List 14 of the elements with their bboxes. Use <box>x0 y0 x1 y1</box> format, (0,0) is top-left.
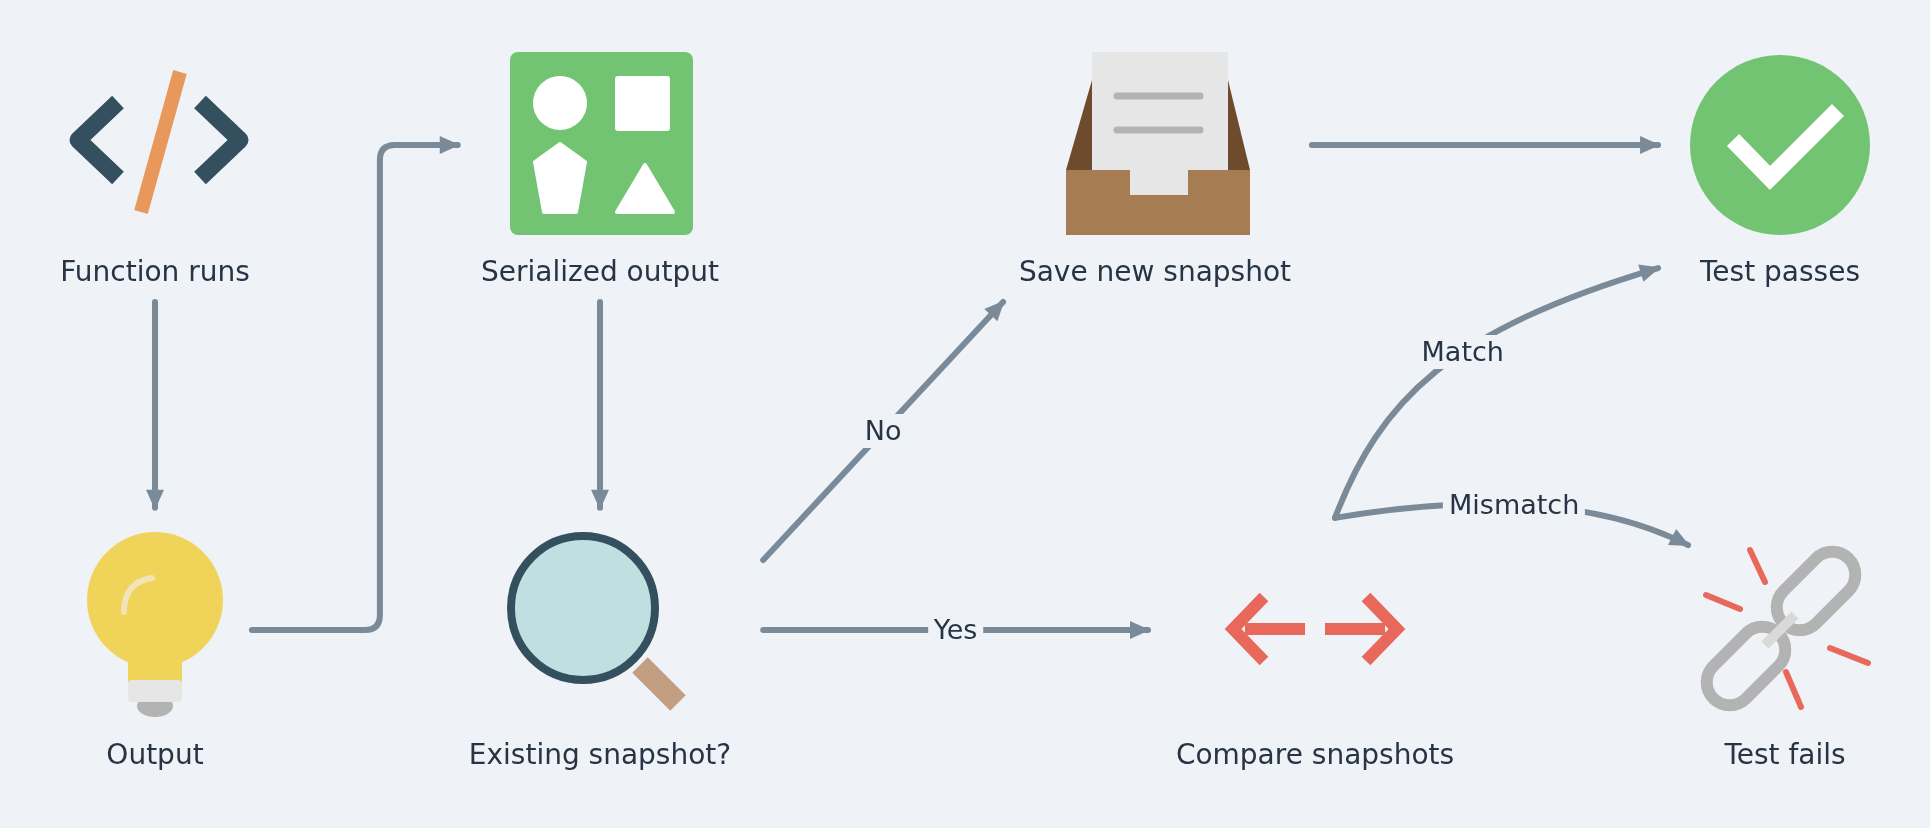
step-label: Save new snapshot <box>1017 254 1293 290</box>
arrow <box>248 136 461 633</box>
step-label: Existing snapshot? <box>467 737 733 773</box>
arrow <box>591 299 609 511</box>
arrow <box>1308 136 1662 154</box>
arrow <box>146 298 164 511</box>
step-label: Output <box>105 737 205 773</box>
step-label: Serialized output <box>480 254 720 290</box>
arrow <box>1332 264 1662 521</box>
step-label: Function runs <box>59 254 251 290</box>
step-label: Test fails <box>1723 737 1847 773</box>
step-label: Compare snapshots <box>1174 737 1456 773</box>
step-label: Test passes <box>1699 254 1861 290</box>
arrow <box>760 299 1007 563</box>
